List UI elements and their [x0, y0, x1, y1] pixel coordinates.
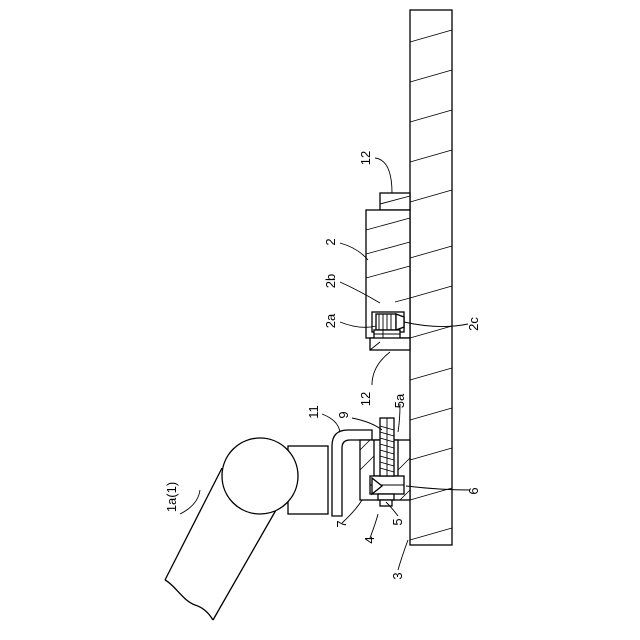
spacer-block-top [380, 193, 410, 210]
label-2c: 2c [466, 317, 481, 331]
label-5a: 5a [392, 393, 407, 408]
label-2: 2 [323, 238, 338, 245]
label-1a: 1a(1) [164, 482, 179, 512]
label-2a: 2a [323, 313, 338, 328]
label-4: 4 [362, 536, 377, 543]
spacer-block-mid [370, 338, 410, 350]
pivot-knob [222, 438, 328, 514]
label-12-top: 12 [358, 151, 373, 165]
plate-screw [372, 312, 404, 339]
label-9: 9 [336, 411, 351, 418]
label-7: 7 [334, 520, 349, 527]
label-6: 6 [466, 487, 481, 494]
label-2b: 2b [323, 274, 338, 288]
reference-labels: 12 2 2b 2a 2c 12 11 9 5a 1a(1) 7 5 6 4 3 [164, 151, 481, 580]
label-3: 3 [390, 572, 405, 579]
clamp-screw [380, 418, 394, 476]
label-5: 5 [390, 518, 405, 525]
base-plate [410, 10, 452, 545]
label-11: 11 [306, 405, 321, 419]
bottom-fastener [378, 494, 394, 506]
label-12-mid: 12 [358, 392, 373, 406]
